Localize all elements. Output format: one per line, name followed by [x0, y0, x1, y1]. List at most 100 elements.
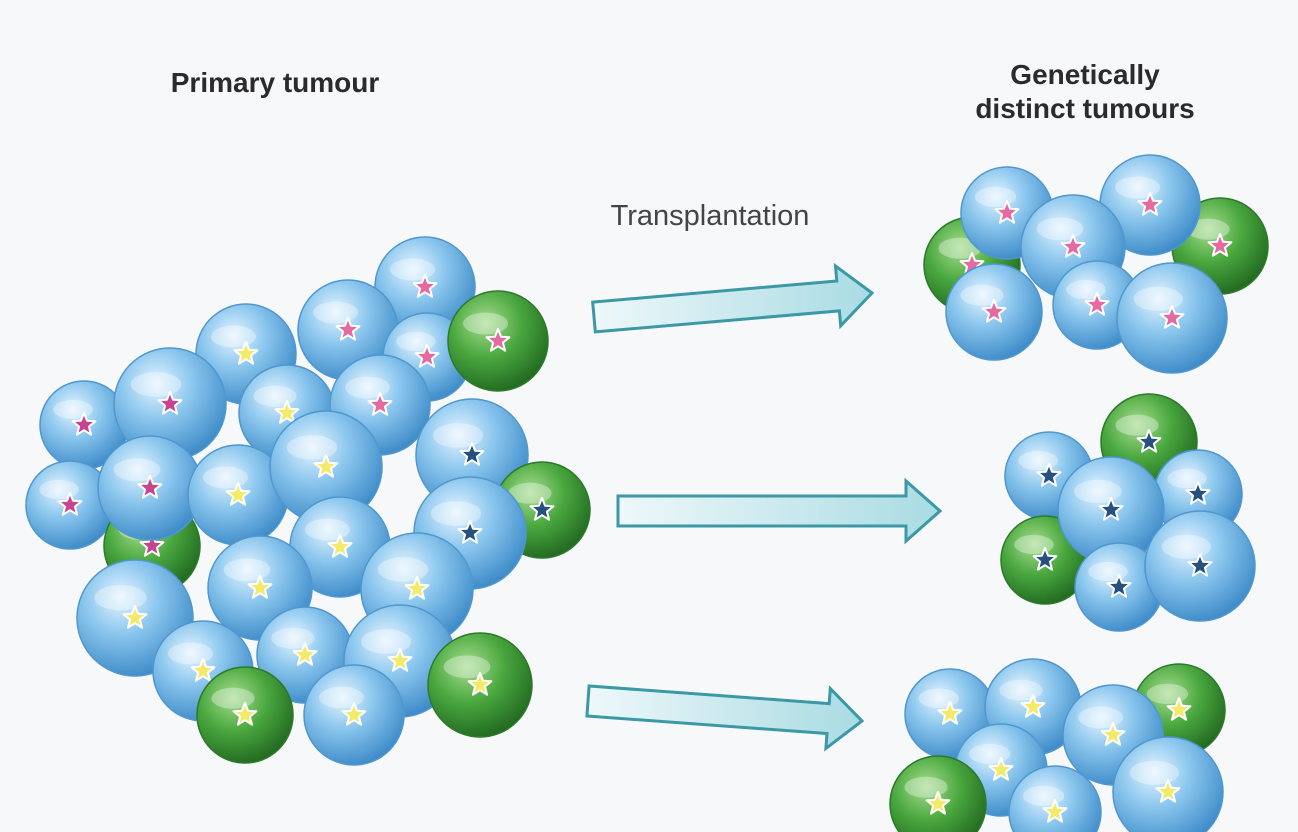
star-marker-icon	[1166, 697, 1192, 721]
star-marker-icon	[341, 702, 367, 726]
star-marker-icon	[1098, 497, 1124, 521]
primary-tumour-title: Primary tumour	[170, 67, 380, 98]
star-marker-icon	[1036, 463, 1062, 487]
star-marker-icon	[313, 454, 339, 478]
star-marker-icon	[457, 520, 483, 544]
cell-highlight	[319, 686, 364, 709]
star-marker-icon	[1084, 292, 1110, 316]
primary-cell-12	[97, 435, 203, 541]
tumour3-cell-8	[1008, 765, 1102, 832]
star-marker-icon	[247, 575, 273, 599]
cell-highlight	[974, 186, 1017, 208]
star-marker-icon	[1137, 192, 1163, 216]
star-marker-icon	[1136, 429, 1162, 453]
cell-highlight	[211, 325, 256, 348]
cell-highlight	[94, 584, 147, 611]
cell-highlight	[377, 557, 429, 582]
cell-highlight	[390, 258, 435, 281]
cell-highlight	[1066, 279, 1106, 300]
cell-highlight	[1115, 414, 1159, 436]
star-marker-icon	[137, 475, 163, 499]
cell-highlight	[53, 399, 93, 420]
star-marker-icon	[1106, 574, 1132, 598]
cell-highlight	[443, 655, 491, 679]
cell-highlight	[1014, 534, 1054, 555]
tumour3-cell-7	[889, 755, 987, 832]
arrow-bottom	[585, 684, 865, 752]
star-marker-icon	[233, 341, 259, 365]
cell-highlight	[1022, 785, 1065, 807]
primary-cell-25	[427, 632, 533, 738]
star-marker-icon	[529, 497, 555, 521]
star-marker-icon	[412, 274, 438, 298]
star-marker-icon	[994, 200, 1020, 224]
star-marker-icon	[937, 701, 963, 725]
cell-highlight	[286, 435, 338, 460]
star-marker-icon	[1185, 481, 1211, 505]
star-marker-icon	[190, 658, 216, 682]
transplantation-arrows	[585, 262, 943, 752]
cell-highlight	[203, 466, 248, 489]
cell-highlight	[168, 642, 213, 665]
star-marker-icon	[122, 605, 148, 629]
star-marker-icon	[71, 412, 97, 436]
star-marker-icon	[1155, 779, 1181, 803]
star-marker-icon	[225, 482, 251, 506]
cell-highlight	[1161, 534, 1211, 559]
cell-highlight	[432, 423, 484, 448]
cell-clusters	[25, 154, 1269, 832]
cell-highlight	[130, 372, 182, 397]
cell-highlight	[39, 479, 79, 500]
cell-highlight	[360, 629, 412, 654]
cell-highlight	[904, 776, 948, 798]
cell-highlight	[430, 501, 482, 526]
cell-highlight	[463, 312, 508, 335]
primary-cell-11	[113, 347, 227, 461]
cell-highlight	[1036, 217, 1084, 241]
transplantation-label: Transplantation	[610, 200, 810, 232]
star-marker-icon	[387, 648, 413, 672]
cell-highlight	[253, 385, 297, 407]
cell-highlight	[271, 627, 315, 649]
primary-cell-4	[447, 290, 549, 392]
distinct-title-line-2: distinct tumours	[975, 93, 1195, 124]
star-marker-icon	[925, 791, 951, 815]
tumour1-cell-8	[1116, 262, 1228, 374]
cell-highlight	[223, 558, 271, 582]
star-marker-icon	[335, 317, 361, 341]
star-marker-icon	[139, 533, 165, 557]
cell-highlight	[960, 284, 1004, 306]
cell-highlight	[113, 458, 161, 482]
tumour1-cell-6	[945, 263, 1043, 361]
star-marker-icon	[1159, 305, 1185, 329]
cell-highlight	[1018, 450, 1058, 471]
cell-highlight	[999, 679, 1043, 701]
primary-cell-6	[39, 380, 129, 470]
cell-highlight	[1167, 468, 1207, 489]
star-marker-icon	[1207, 233, 1233, 257]
primary-cell-1	[374, 236, 476, 338]
tumour2-cell-6	[1074, 542, 1164, 632]
cell-highlight	[1133, 286, 1183, 311]
star-marker-icon	[467, 672, 493, 696]
star-marker-icon	[157, 391, 183, 415]
distinct-tumours-title: Genetically distinct tumours	[930, 58, 1240, 126]
cell-highlight	[396, 331, 436, 352]
star-marker-icon	[1100, 722, 1126, 746]
cell-highlight	[1088, 561, 1128, 582]
star-marker-icon	[1060, 234, 1086, 258]
cell-highlight	[1146, 683, 1189, 705]
star-marker-icon	[327, 534, 353, 558]
star-marker-icon	[274, 400, 300, 424]
star-marker-icon	[459, 442, 485, 466]
cell-highlight	[918, 688, 959, 709]
distinct-title-line-1: Genetically	[1010, 59, 1160, 90]
star-marker-icon	[485, 328, 511, 352]
tumour2-cell-5	[1057, 456, 1165, 564]
star-marker-icon	[367, 392, 393, 416]
star-marker-icon	[292, 642, 318, 666]
cell-highlight	[1115, 176, 1160, 199]
arrow-middle	[616, 477, 943, 545]
